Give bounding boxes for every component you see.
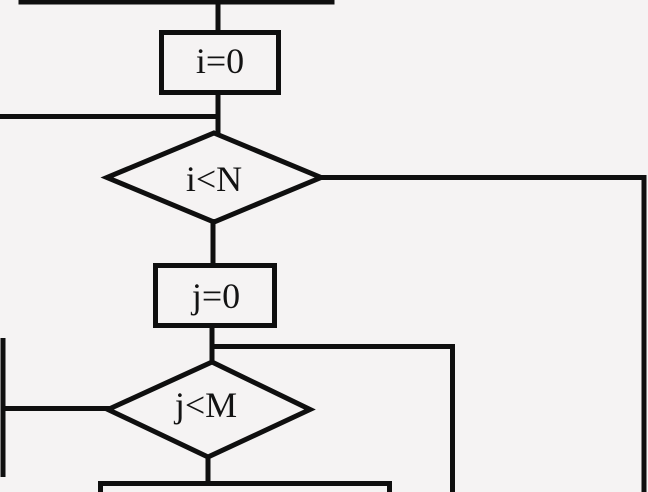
branch-cond-i-right-line bbox=[319, 175, 647, 492]
process-box-init-j bbox=[153, 263, 277, 328]
init-j-label: j=0 bbox=[190, 276, 240, 316]
top-process-box-partial bbox=[18, 0, 335, 5]
bottom-process-box-partial bbox=[98, 481, 392, 492]
inner-loopback-line bbox=[212, 344, 455, 492]
init-i-label: i=0 bbox=[196, 41, 244, 81]
cond-i-label: i<N bbox=[186, 159, 242, 199]
cond-j-label: j<M bbox=[173, 385, 237, 425]
